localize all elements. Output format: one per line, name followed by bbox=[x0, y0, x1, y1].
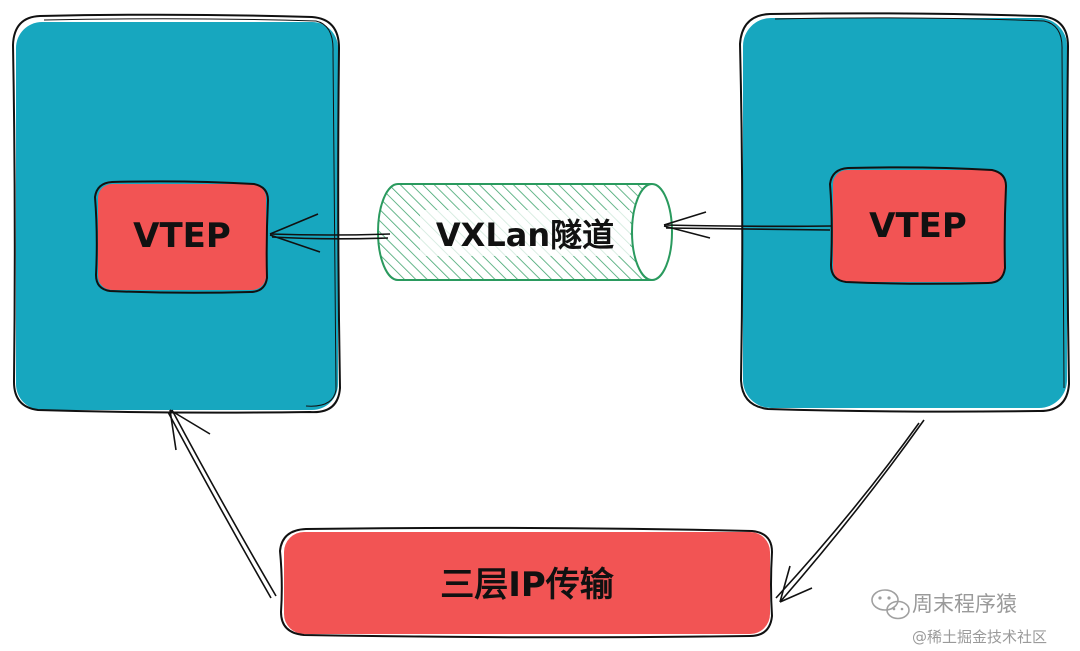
right-vtep-box bbox=[833, 170, 1005, 282]
watermark: 周末程序猿 @稀土掘金技术社区 bbox=[871, 589, 1047, 646]
right-vtep: VTEP bbox=[828, 166, 1008, 285]
arrow-tunnel-to-left-vtep bbox=[269, 213, 391, 253]
vxlan-tunnel: VXLan隧道 bbox=[377, 183, 673, 281]
ip-transport-label: 三层IP传输 bbox=[440, 565, 615, 605]
ip-transport-box bbox=[284, 532, 770, 634]
watermark-community: @稀土掘金技术社区 bbox=[912, 628, 1047, 646]
right-vtep-label: VTEP bbox=[869, 206, 967, 246]
left-vtep: VTEP bbox=[93, 180, 270, 294]
arrow-transport-to-left-host bbox=[167, 409, 277, 599]
arrow-right-host-to-transport bbox=[775, 419, 925, 603]
arrow-right-vtep-to-tunnel bbox=[663, 211, 833, 239]
tunnel-label: VXLan隧道 bbox=[436, 216, 614, 254]
watermark-account: 周末程序猿 bbox=[912, 592, 1017, 616]
wechat-icon bbox=[871, 589, 910, 620]
tunnel-opening bbox=[631, 183, 673, 281]
left-vtep-box bbox=[98, 184, 266, 290]
left-vtep-label: VTEP bbox=[133, 216, 231, 256]
ip-transport: 三层IP传输 bbox=[278, 526, 774, 639]
